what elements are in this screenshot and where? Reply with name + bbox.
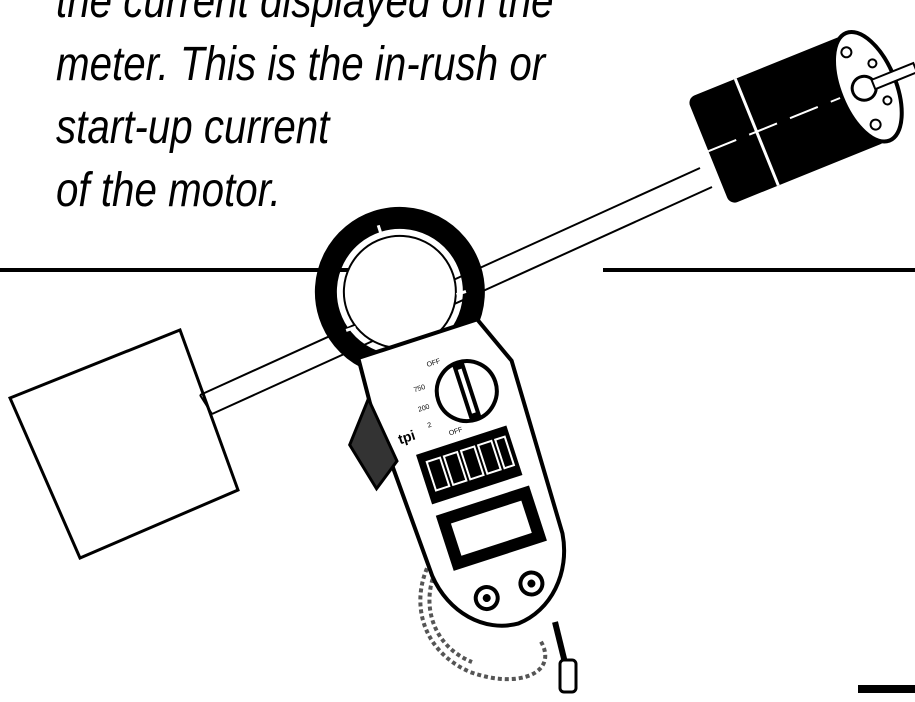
clamp-meter-icon: tpi OFF 750 200 2 OFF xyxy=(314,206,567,628)
meter-function-label: OFF xyxy=(426,358,441,369)
meter-function-label: 2 xyxy=(427,422,433,430)
caption-line: meter. This is the in-rush or xyxy=(56,38,546,91)
meter-function-label: 750 xyxy=(413,384,426,394)
meter-function-label: 200 xyxy=(417,404,430,414)
caption-text: the current displayed on the meter. This… xyxy=(56,0,554,222)
motor-icon xyxy=(689,29,915,203)
caption-line: of the motor. xyxy=(56,164,281,217)
caption-line: start-up current xyxy=(56,101,330,154)
power-box-icon xyxy=(8,328,240,560)
meter-function-label: OFF xyxy=(448,426,463,437)
meter-strap-icon xyxy=(418,561,548,682)
caption-line: the current displayed on the xyxy=(56,0,554,28)
probe-tip xyxy=(558,658,578,694)
meter-brand-label: tpi xyxy=(396,427,417,448)
